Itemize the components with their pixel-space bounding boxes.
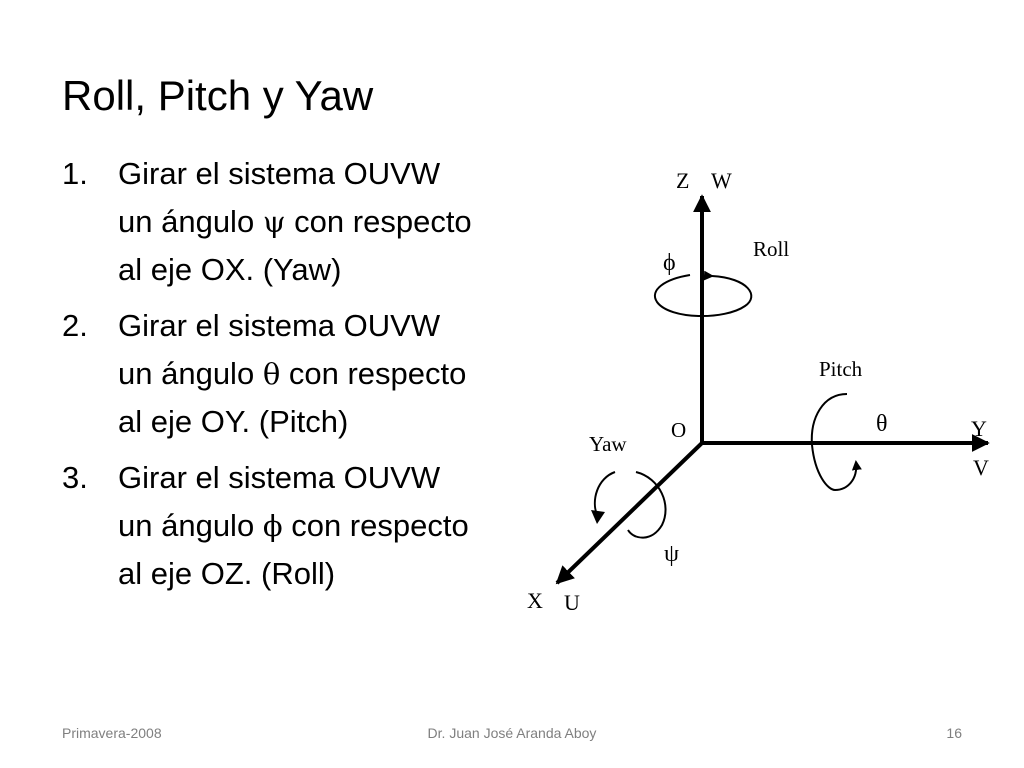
v-label: V bbox=[973, 455, 989, 480]
step-line-1: Girar el sistema OUVW bbox=[118, 156, 441, 191]
theta-symbol: θ bbox=[262, 357, 281, 391]
step-number: 3. bbox=[62, 460, 88, 495]
yaw-rotation-arrow bbox=[593, 471, 667, 539]
step-line-1: Girar el sistema OUVW bbox=[118, 308, 441, 343]
yaw-arrow-head bbox=[591, 510, 605, 524]
step-line-1: Girar el sistema OUVW bbox=[118, 460, 441, 495]
step-line-2: un ángulo θ con respecto bbox=[118, 350, 562, 398]
step-text-after: con respecto bbox=[285, 204, 472, 239]
footer-author: Dr. Juan José Aranda Aboy bbox=[427, 725, 597, 741]
step-text-before: un ángulo bbox=[118, 204, 263, 239]
yaw-label: Yaw bbox=[589, 432, 627, 456]
roll-label: Roll bbox=[753, 237, 789, 261]
step-number: 2. bbox=[62, 308, 88, 343]
y-label: Y bbox=[971, 416, 987, 441]
step-line-3: al eje OZ. (Roll) bbox=[118, 556, 336, 591]
step-line-2: un ángulo ϕ con respecto bbox=[118, 502, 562, 550]
footer-page-number: 16 bbox=[946, 725, 962, 741]
step-text-after: con respecto bbox=[282, 508, 469, 543]
phi-symbol: ϕ bbox=[262, 509, 283, 543]
phi-label: ϕ bbox=[663, 250, 676, 276]
step-number: 1. bbox=[62, 156, 88, 191]
step-line-3: al eje OX. (Yaw) bbox=[118, 252, 342, 287]
psi-symbol: ψ bbox=[262, 205, 286, 239]
step-item: 1. Girar el sistema OUVW un ángulo ψ con… bbox=[62, 150, 562, 294]
z-label: Z bbox=[676, 168, 689, 193]
theta-label: θ bbox=[876, 411, 888, 437]
steps-list: 1. Girar el sistema OUVW un ángulo ψ con… bbox=[62, 150, 562, 606]
x-label: X bbox=[527, 588, 543, 613]
x-axis bbox=[555, 441, 704, 585]
step-item: 3. Girar el sistema OUVW un ángulo ϕ con… bbox=[62, 454, 562, 598]
pitch-rotation-arrow bbox=[810, 393, 862, 492]
pitch-label: Pitch bbox=[819, 357, 863, 381]
origin-label: O bbox=[671, 418, 686, 442]
roll-rotation-arrow bbox=[654, 270, 753, 318]
psi-label: ψ bbox=[664, 541, 679, 567]
step-line-3: al eje OY. (Pitch) bbox=[118, 404, 349, 439]
step-line-2: un ángulo ψ con respecto bbox=[118, 198, 562, 246]
step-text-before: un ángulo bbox=[118, 356, 263, 391]
w-label: W bbox=[711, 168, 732, 193]
footer-semester: Primavera-2008 bbox=[62, 725, 162, 741]
slide-title: Roll, Pitch y Yaw bbox=[62, 72, 374, 119]
step-text-after: con respecto bbox=[280, 356, 467, 391]
u-label: U bbox=[564, 590, 580, 615]
rotation-axes-diagram: Z W ϕ Roll Pitch θ Y V O Yaw ψ X U bbox=[527, 168, 990, 615]
step-text-before: un ángulo bbox=[118, 508, 263, 543]
step-item: 2. Girar el sistema OUVW un ángulo θ con… bbox=[62, 302, 562, 446]
